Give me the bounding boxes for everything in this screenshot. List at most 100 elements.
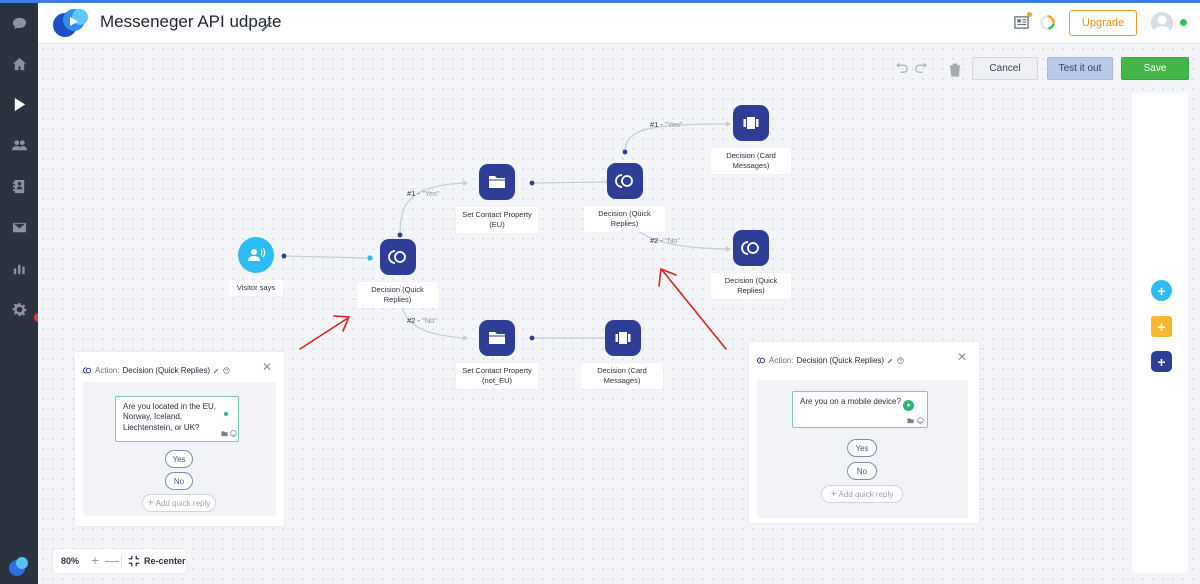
decision-quick-replies-3-label: Decision (Quick Replies)	[711, 273, 791, 299]
edge-label-value: "No"	[665, 236, 680, 245]
news-badge	[1027, 12, 1032, 17]
action-panel-body: Are you on a mobile device? ● Yes No +Ad…	[757, 380, 968, 518]
decision-quick-replies-2-node[interactable]	[607, 163, 643, 199]
message-text: Are you located in the EU, Norway, Icela…	[123, 402, 216, 432]
add-condition-button[interactable]: +	[1151, 316, 1172, 337]
pencil-icon[interactable]	[260, 20, 273, 33]
decision-card-messages-2-node[interactable]	[733, 105, 769, 141]
folder-icon[interactable]	[221, 430, 228, 437]
save-button[interactable]: Save	[1121, 57, 1189, 80]
card-messages-icon	[615, 332, 631, 344]
quick-reply-yes[interactable]: Yes	[165, 450, 193, 468]
recenter-icon[interactable]	[128, 555, 140, 567]
zoom-in-button[interactable]: +	[91, 552, 100, 568]
flow-canvas[interactable]: Cancel Test it out Save + + +	[38, 44, 1200, 584]
add-trigger-button[interactable]: +	[1151, 280, 1172, 301]
decision-card-messages-node[interactable]	[605, 320, 641, 356]
brand-logo-icon	[9, 557, 28, 576]
page-title: Messeneger API udpate	[100, 12, 282, 31]
flow-connections	[281, 121, 731, 350]
redo-icon[interactable]	[914, 60, 928, 74]
action-title: Decision (Quick Replies)	[796, 356, 885, 365]
edge-label-number: #1 -	[407, 189, 420, 198]
visitor-says-node[interactable]	[238, 237, 274, 273]
sidebar-item-analytics[interactable]	[0, 253, 38, 283]
visitor-says-label: Visitor says	[229, 280, 283, 296]
folder-icon	[489, 332, 505, 344]
cancel-button[interactable]: Cancel	[972, 57, 1038, 80]
edge-label-no-2: #2 - "No"	[650, 236, 680, 245]
decision-card-messages-label: Decision (Card Messages)	[581, 363, 663, 389]
edge-label-number: #1 -	[650, 120, 663, 129]
set-contact-property-eu-label: Set Contact Property (EU)	[456, 207, 538, 233]
home-icon	[12, 57, 26, 70]
add-quick-reply-label: Add quick reply	[838, 489, 894, 499]
set-contact-property-not-eu-node[interactable]	[479, 320, 515, 356]
sidebar-item-contacts[interactable]	[0, 171, 38, 201]
edge-label-value: "Yes"	[665, 120, 683, 129]
sidebar-item-mail[interactable]	[0, 212, 38, 242]
emoji-icon[interactable]	[917, 417, 924, 424]
emoji-icon[interactable]	[230, 430, 237, 437]
pencil-icon[interactable]	[887, 357, 894, 364]
play-icon	[14, 97, 25, 111]
sidebar-item-settings[interactable]	[0, 294, 38, 324]
pencil-icon[interactable]	[213, 367, 220, 374]
recenter-button[interactable]: Re-center	[144, 556, 186, 566]
action-panel-header: Action: Decision (Quick Replies)	[83, 366, 230, 375]
upgrade-button[interactable]: Upgrade	[1069, 10, 1137, 36]
add-quick-reply-button[interactable]: +Add quick reply	[821, 485, 903, 503]
edge-label-number: #2 -	[650, 236, 663, 245]
contacts-icon	[12, 179, 24, 193]
help-icon[interactable]	[897, 357, 904, 364]
quick-reply-yes[interactable]: Yes	[847, 439, 877, 457]
quick-reply-no[interactable]: No	[165, 472, 193, 490]
quick-replies-icon	[388, 250, 406, 264]
action-prefix: Action:	[95, 366, 120, 375]
avatar[interactable]	[1151, 12, 1173, 34]
grammar-check-icon[interactable]: ●	[903, 400, 914, 411]
chat-icon	[12, 17, 26, 29]
quick-reply-no[interactable]: No	[847, 462, 877, 480]
help-icon[interactable]	[223, 367, 230, 374]
action-panel-header: Action: Decision (Quick Replies)	[757, 356, 904, 365]
sidebar-item-chat[interactable]	[0, 8, 38, 38]
trash-icon[interactable]	[948, 63, 962, 77]
sidebar-item-flows[interactable]	[0, 89, 38, 119]
sidebar-item-users[interactable]	[0, 130, 38, 160]
close-icon[interactable]: ✕	[957, 350, 968, 364]
quick-replies-icon	[741, 241, 759, 255]
zoom-divider	[121, 554, 122, 568]
sidebar	[0, 3, 38, 584]
user-avatar-icon	[1153, 15, 1171, 34]
decision-quick-replies-2-label: Decision (Quick Replies)	[584, 206, 665, 232]
status-dot	[224, 412, 228, 416]
progress-ring-icon[interactable]	[1039, 14, 1056, 31]
folder-icon	[489, 176, 505, 188]
edge-label-yes: #1 - "Yes"	[407, 189, 440, 198]
folder-icon[interactable]	[907, 417, 914, 424]
undo-icon[interactable]	[895, 60, 909, 74]
set-contact-property-not-eu-label: Set Contact Property (not_EU)	[456, 363, 538, 389]
card-messages-icon	[743, 117, 759, 129]
add-quick-reply-label: Add quick reply	[155, 498, 211, 508]
plus-icon: +	[147, 497, 154, 509]
set-contact-property-eu-node[interactable]	[479, 164, 515, 200]
top-accent-line	[0, 0, 1200, 3]
edge-label-yes-2: #1 - "Yes"	[650, 120, 683, 129]
close-icon[interactable]: ✕	[262, 360, 273, 374]
action-panel-left: Action: Decision (Quick Replies) ✕ Are y…	[75, 352, 284, 526]
edge-label-number: #2 -	[407, 316, 420, 325]
quick-replies-icon	[83, 367, 92, 374]
add-quick-reply-button[interactable]: +Add quick reply	[142, 494, 216, 512]
sidebar-item-home[interactable]	[0, 49, 38, 79]
test-it-out-button[interactable]: Test it out	[1047, 57, 1113, 80]
decision-quick-replies-node[interactable]	[380, 239, 416, 275]
add-action-button[interactable]: +	[1151, 351, 1172, 372]
message-text-box[interactable]: Are you located in the EU, Norway, Icela…	[115, 396, 239, 442]
action-title: Decision (Quick Replies)	[122, 366, 211, 375]
newspaper-icon[interactable]	[1014, 15, 1029, 30]
online-status-dot	[1180, 19, 1187, 26]
decision-quick-replies-3-node[interactable]	[733, 230, 769, 266]
zoom-out-button[interactable]: —	[105, 552, 119, 568]
